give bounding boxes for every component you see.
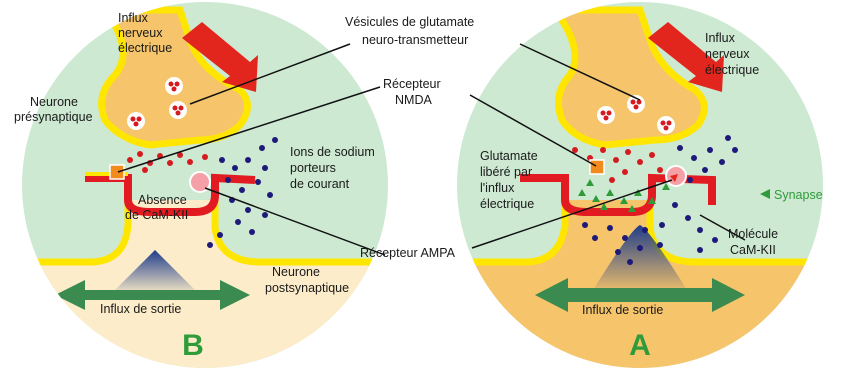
label-neurone-pre-1: Neurone [30,95,78,109]
label-vesicules-1: Vésicules de glutamate [345,15,474,29]
label-influx-a-2: nerveux [705,47,750,61]
label-glutamate-4: électrique [480,197,534,211]
label-glutamate-1: Glutamate [480,149,538,163]
label-sortie-a: Influx de sortie [582,303,663,317]
label-glutamate-2: libéré par [480,165,532,179]
label-ions-2: porteurs [290,161,336,175]
label-absence-1: Absence [138,193,187,207]
label-camk-2: CaM-KII [730,243,776,257]
label-nmda-2: NMDA [395,93,432,107]
label-camk-1: Molécule [728,227,778,241]
label-influx-a-3: électrique [705,63,759,77]
label-sortie-b: Influx de sortie [100,302,181,316]
panel-b-nmda-receptor [110,165,124,179]
panel-letter-a: A [629,329,651,362]
label-ampa: Récepteur AMPA [360,246,456,260]
label-vesicules-2: neuro-transmetteur [362,33,468,47]
label-synapse: Synapse [774,188,823,202]
label-glutamate-3: l'influx [480,181,515,195]
label-neurone-pre-2: présynaptique [14,110,93,124]
label-ions-1: Ions de sodium [290,145,375,159]
panel-letter-b: B [182,329,204,362]
label-influx-b-1: Influx [118,11,149,25]
label-ions-3: de courant [290,177,350,191]
label-influx-b-2: nerveux [118,26,163,40]
label-influx-b-3: électrique [118,41,172,55]
label-neurone-post-1: Neurone [272,265,320,279]
label-neurone-post-2: postsynaptique [265,281,349,295]
label-influx-a-1: Influx [705,31,736,45]
label-nmda-1: Récepteur [383,77,441,91]
panel-a-nmda-receptor [590,160,604,174]
label-absence-2: de CaM-KII [125,208,188,222]
